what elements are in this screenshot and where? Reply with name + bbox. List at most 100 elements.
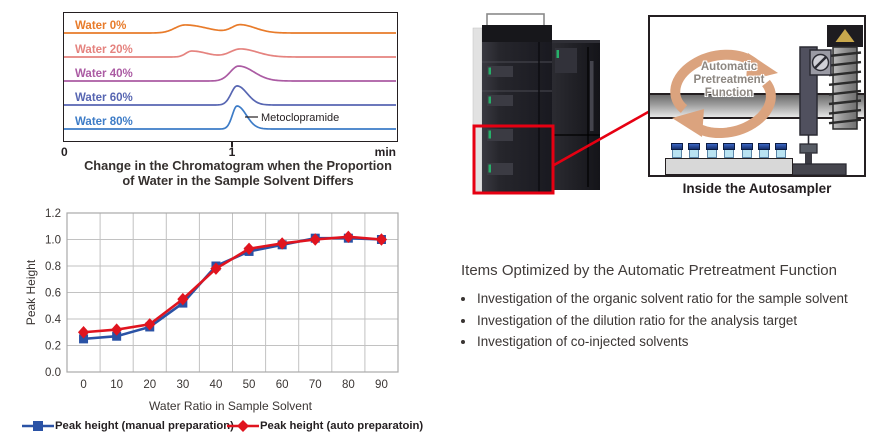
series-line xyxy=(83,235,382,334)
peak-height-chart: 0.0 0.2 0.4 0.6 0.8 1.0 1.2 0 10 20 30 40 50 60 70 80 90… xyxy=(24,208,399,391)
chart-legend: Peak height (manual preparation) Peak hei… xyxy=(20,418,440,434)
marker-diamond xyxy=(210,262,222,275)
sample-vial xyxy=(671,143,683,158)
pedestal-stem xyxy=(805,153,812,164)
y-tick-label: 0.0 xyxy=(45,367,61,379)
legend-item: Peak height (manual preparation) xyxy=(22,418,234,434)
vial-cap xyxy=(740,143,753,150)
vial-cap xyxy=(705,143,718,150)
sample-vial xyxy=(758,143,770,158)
chromato-x-axis: 0 1 min xyxy=(61,145,398,159)
marker-diamond xyxy=(309,233,321,246)
chromatogram-caption-line2: of Water in the Sample Solvent Differs xyxy=(122,172,354,188)
y-tick-label: 1.0 xyxy=(45,235,61,247)
y-tick-label: 1.2 xyxy=(45,208,61,220)
y-tick-label: 0.8 xyxy=(45,261,61,273)
hplc-instrument-photo xyxy=(472,13,600,195)
items-bullet: Investigation of the dilution ratio for … xyxy=(476,310,871,332)
x-tick-label: 90 xyxy=(375,379,388,391)
vial-body xyxy=(672,150,682,158)
y-tick-label: 0.2 xyxy=(45,341,61,353)
items-bullet: Investigation of co-injected solvents xyxy=(476,331,871,353)
cycle-label-line3: Function xyxy=(704,87,754,99)
x-tick-label: 60 xyxy=(276,379,289,391)
y-tick-label: 0.4 xyxy=(45,314,62,326)
sample-tray xyxy=(665,158,793,175)
items-list: Investigation of the organic solvent rat… xyxy=(461,288,871,353)
cap-triangle-icon xyxy=(835,29,855,42)
vial-body xyxy=(724,150,735,158)
items-heading: Items Optimized by the Automatic Pretrea… xyxy=(461,262,837,279)
sample-vial xyxy=(775,143,788,158)
coil-loops xyxy=(828,51,862,125)
trace-4 xyxy=(64,105,396,130)
cycle-label-line2: Pretreatment xyxy=(693,74,765,86)
legend-label: Peak height (manual preparation) xyxy=(55,420,234,432)
chromatogram-caption: Change in the Chromatogram when the Prop… xyxy=(40,158,436,188)
trace-2 xyxy=(64,65,396,82)
coil-column xyxy=(832,46,858,130)
marker-diamond xyxy=(243,242,255,255)
optimized-items: Items Optimized by the Automatic Pretrea… xyxy=(461,262,871,353)
autosampler-caption: Inside the Autosampler xyxy=(682,181,832,196)
trace-label: Water 20% xyxy=(75,44,133,56)
pedestal-base xyxy=(787,163,847,175)
marker-diamond xyxy=(177,292,189,306)
chromatogram-traces: Water 0% Water 20% Water 40% Water 60% Water… xyxy=(64,20,396,130)
autosampler-diagram: Automatic Pretreatment Function xyxy=(648,15,866,177)
x-tick-label: 20 xyxy=(143,379,156,391)
x-tick-label: 80 xyxy=(342,379,355,391)
legend-label: Peak height (auto preparatoin) xyxy=(260,420,424,432)
x-tick-label: 50 xyxy=(243,379,256,391)
chromatogram-panel: Water 0% Water 20% Water 40% Water 60% Water… xyxy=(63,12,398,142)
marker-diamond xyxy=(77,326,90,339)
marker-diamond xyxy=(342,230,354,244)
trace-3 xyxy=(64,85,396,106)
x-axis-title: Water Ratio in Sample Solvent xyxy=(149,399,312,413)
vial-cap xyxy=(671,143,683,150)
marker-diamond xyxy=(111,323,123,336)
needle-holder xyxy=(799,143,818,154)
sample-vial xyxy=(688,143,701,158)
chromato-x-unit-label: min xyxy=(374,145,396,159)
sample-vial xyxy=(705,143,718,158)
items-bullet: Investigation of the organic solvent rat… xyxy=(476,288,871,310)
x-tick-label: 30 xyxy=(176,379,189,391)
x-tick-label: 70 xyxy=(309,379,322,391)
x-tick-label: 40 xyxy=(210,379,223,391)
marker-diamond xyxy=(144,318,156,331)
vial-cap xyxy=(775,143,788,150)
trace-label: Water 40% xyxy=(75,68,133,80)
trace-label: Water 60% xyxy=(75,92,133,104)
module-panels xyxy=(487,66,513,175)
vial-body xyxy=(776,150,787,158)
chromato-x-tick-mark xyxy=(231,142,233,147)
vial-body xyxy=(741,150,752,158)
marker-square xyxy=(79,334,89,344)
sample-vial xyxy=(723,143,736,158)
marker-diamond xyxy=(276,237,288,250)
y-axis-title: Peak Height xyxy=(24,259,38,325)
vial-cap xyxy=(723,143,736,150)
vial-cap xyxy=(758,143,770,150)
needle-mechanism xyxy=(787,25,863,175)
callout-connector-line xyxy=(553,109,651,167)
trace-label: Water 80% xyxy=(75,116,133,128)
x-tick-label: 0 xyxy=(80,379,86,391)
x-tick-label: 10 xyxy=(110,379,123,391)
vial-body xyxy=(706,150,717,158)
trace-0 xyxy=(64,23,396,34)
legend-item: Peak height (auto preparatoin) xyxy=(227,418,423,434)
trace-label: Water 0% xyxy=(75,20,126,32)
chromatogram-caption-line1: Change in the Chromatogram when the Prop… xyxy=(84,158,392,173)
y-tick-label: 0.6 xyxy=(45,288,61,300)
marker-square xyxy=(112,331,122,341)
legend-marker-square xyxy=(22,421,54,431)
chromato-x-origin-label: 0 xyxy=(61,145,68,159)
vial-body xyxy=(759,150,769,158)
sample-vial xyxy=(740,143,753,158)
cycle-arrows-icon xyxy=(670,49,778,139)
cycle-label-line1: Automatic xyxy=(700,61,758,73)
vial-body xyxy=(689,150,700,158)
